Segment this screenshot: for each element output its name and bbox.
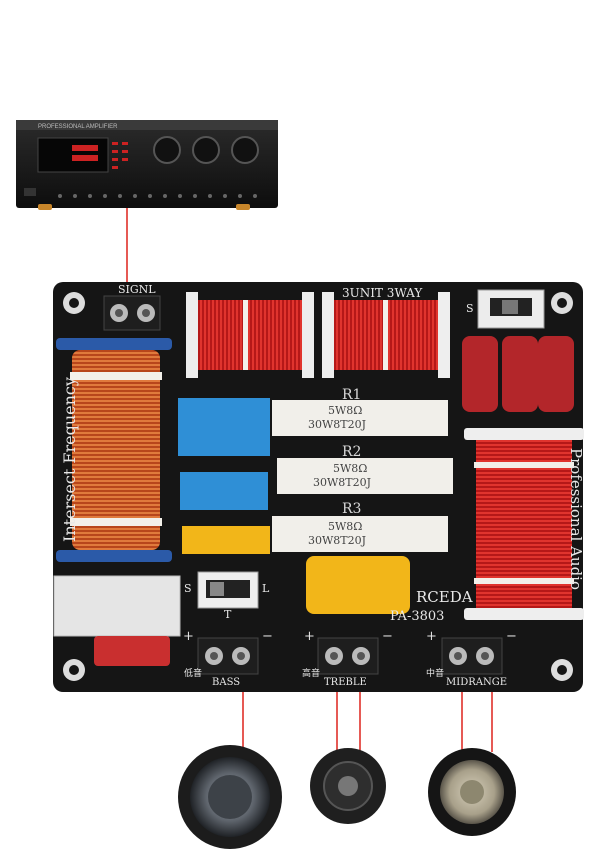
amp-knob-2[interactable]	[192, 136, 220, 164]
midrange-capacitors	[462, 336, 574, 412]
mid-switch-l-label: L	[262, 582, 270, 595]
bass-cn-label: 低音	[184, 669, 203, 679]
speaker-wires	[242, 692, 493, 752]
resistor-r2	[277, 458, 453, 494]
resistor-r3-code: 30W8T20J	[308, 534, 367, 547]
board-top-label: 3UNIT 3WAY	[342, 286, 423, 300]
capacitor-blue-large	[178, 398, 270, 456]
capacitor-yellow-small	[182, 526, 270, 554]
midrange-plus: +	[426, 629, 437, 644]
resistor-r2-code: 30W8T20J	[313, 476, 372, 489]
input-terminal	[103, 295, 161, 331]
woofer-speaker	[178, 745, 282, 849]
amp-power-button[interactable]	[24, 188, 36, 196]
crossover-board	[53, 282, 584, 692]
treble-en-label: TREBLE	[324, 677, 367, 688]
amp-knob-1[interactable]	[153, 136, 181, 164]
bottom-red-capacitor	[94, 636, 170, 666]
mid-switch[interactable]	[197, 571, 259, 609]
bass-minus: −	[262, 629, 273, 644]
resistor-r1	[272, 400, 448, 436]
resistor-r2-rating: 5W8Ω	[333, 462, 368, 475]
mid-switch-s-label: S	[184, 582, 192, 595]
bass-plus: +	[183, 629, 194, 644]
resistor-r3-rating: 5W8Ω	[328, 520, 363, 533]
top-switch-label: S	[466, 302, 474, 315]
resistor-r3-label: R3	[342, 501, 362, 517]
resistor-r3	[272, 516, 448, 552]
treble-terminal	[317, 637, 379, 675]
resistor-r2-label: R2	[342, 444, 362, 460]
midrange-speaker	[428, 748, 516, 836]
midrange-terminal	[441, 637, 503, 675]
amp-knob-3[interactable]	[231, 136, 259, 164]
tweeter-speaker	[310, 748, 386, 824]
amp-brand-text: PROFESSIONAL AMPLIFIER	[38, 124, 118, 130]
mid-switch-t-label: T	[224, 608, 232, 621]
board-model: PA-3803	[390, 609, 445, 624]
right-vertical-label: Professional Audio	[567, 447, 586, 591]
resistor-r1-label: R1	[342, 387, 362, 403]
treble-minus: −	[382, 629, 393, 644]
capacitor-yellow-large	[306, 556, 410, 614]
midrange-minus: −	[506, 629, 517, 644]
input-label: SIGNL	[118, 283, 156, 296]
bass-inductor	[56, 338, 172, 562]
capacitor-blue-small	[180, 472, 268, 510]
resistor-r1-code: 30W8T20J	[308, 418, 367, 431]
treble-plus: +	[304, 629, 315, 644]
bass-terminal	[197, 637, 259, 675]
amplifier	[16, 120, 278, 210]
midrange-cn-label: 中音	[426, 669, 445, 679]
treble-inductors	[186, 292, 450, 378]
left-vertical-label: Intersect Frequency	[59, 377, 79, 542]
resistor-r1-rating: 5W8Ω	[328, 404, 363, 417]
midrange-en-label: MIDRANGE	[446, 677, 507, 688]
bass-en-label: BASS	[212, 677, 241, 688]
midrange-inductor	[464, 428, 584, 620]
top-switch[interactable]	[477, 289, 545, 329]
treble-cn-label: 高音	[302, 669, 321, 679]
board-brand: RCEDA	[416, 588, 473, 606]
ceramic-resistor	[53, 575, 181, 637]
